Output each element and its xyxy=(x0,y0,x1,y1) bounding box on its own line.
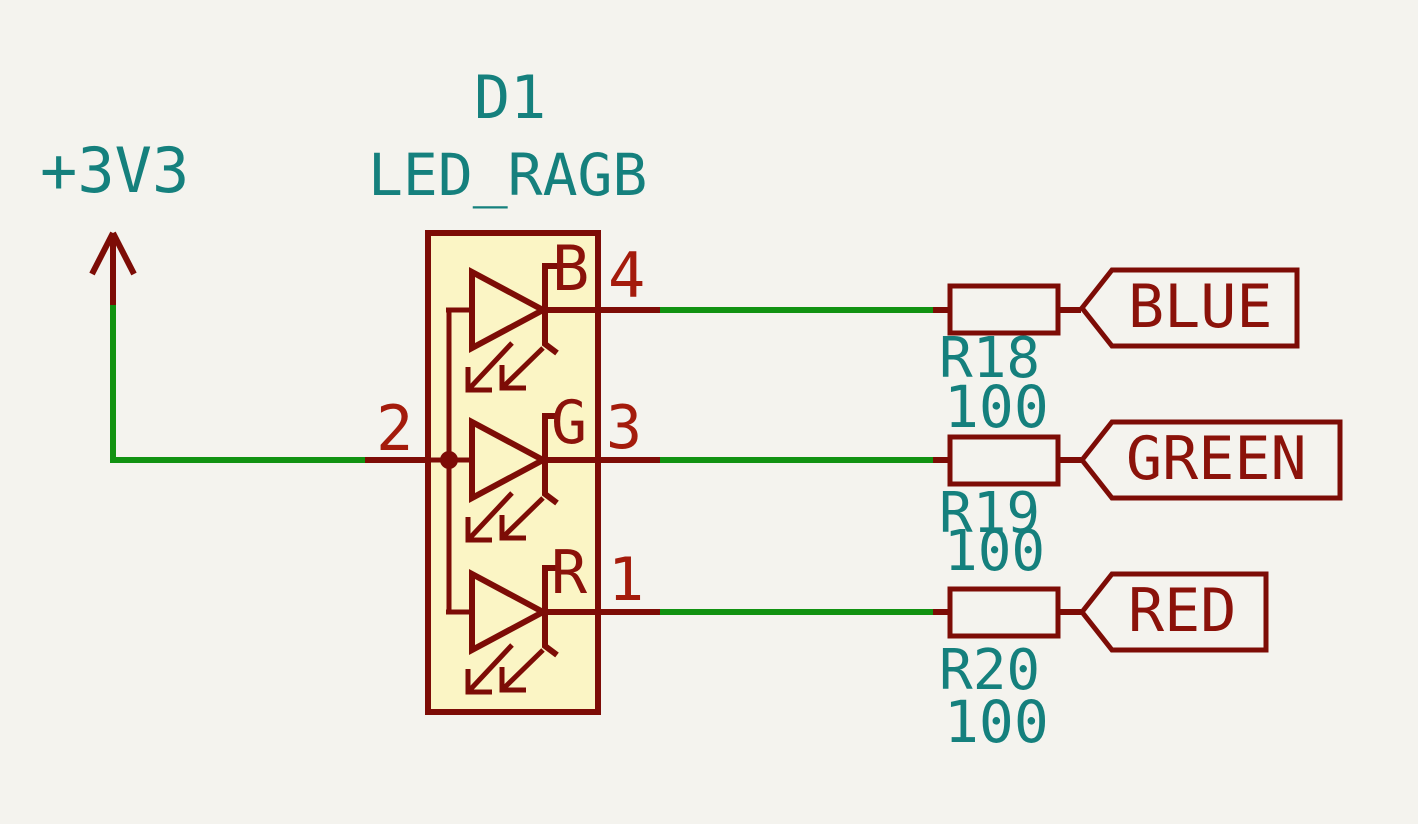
hier-label-green-outline[interactable] xyxy=(1078,419,1343,501)
wire-3v3-to-pin2[interactable] xyxy=(110,303,365,463)
pin-name-r: R xyxy=(551,538,588,608)
resistor-r18-reference[interactable]: R18 xyxy=(939,326,1041,391)
emission-arrows xyxy=(465,491,545,543)
resistor-r19-value[interactable]: 100 xyxy=(944,519,1046,584)
pin-number-1: 1 xyxy=(608,545,645,615)
led-symbol-d1[interactable] xyxy=(365,230,660,715)
resistor-r18[interactable] xyxy=(933,283,1081,336)
hier-label-blue-outline[interactable] xyxy=(1078,267,1300,349)
led-value[interactable]: LED_RAGB xyxy=(368,141,648,209)
power-label-3v3[interactable]: +3V3 xyxy=(40,134,190,207)
pin-name-b: B xyxy=(552,232,590,305)
resistor-r19[interactable] xyxy=(933,434,1081,487)
power-symbol-3v3[interactable] xyxy=(89,231,137,305)
pin-number-2: 2 xyxy=(376,392,414,465)
led-element-blue xyxy=(446,263,598,393)
hier-label-red-outline[interactable] xyxy=(1078,571,1269,653)
resistor-r18-value[interactable]: 100 xyxy=(944,373,1049,441)
resistor-r19-reference[interactable]: R19 xyxy=(939,481,1041,546)
hier-label-red-text[interactable]: RED xyxy=(1128,576,1237,646)
resistor-r20[interactable] xyxy=(933,586,1081,639)
pin-number-4: 4 xyxy=(608,239,646,312)
wire-junction-dot[interactable] xyxy=(440,451,458,469)
hier-label-green-text[interactable]: GREEN xyxy=(1126,424,1307,494)
emission-arrows xyxy=(465,643,545,695)
resistor-r20-value[interactable]: 100 xyxy=(944,688,1049,756)
pin-number-3: 3 xyxy=(606,393,643,463)
hier-label-blue-text[interactable]: BLUE xyxy=(1128,272,1273,342)
pin-name-g: G xyxy=(551,388,588,458)
emission-arrows xyxy=(465,341,545,393)
led-element-red xyxy=(446,565,598,695)
led-reference[interactable]: D1 xyxy=(474,63,547,133)
resistor-r20-reference[interactable]: R20 xyxy=(939,638,1041,703)
